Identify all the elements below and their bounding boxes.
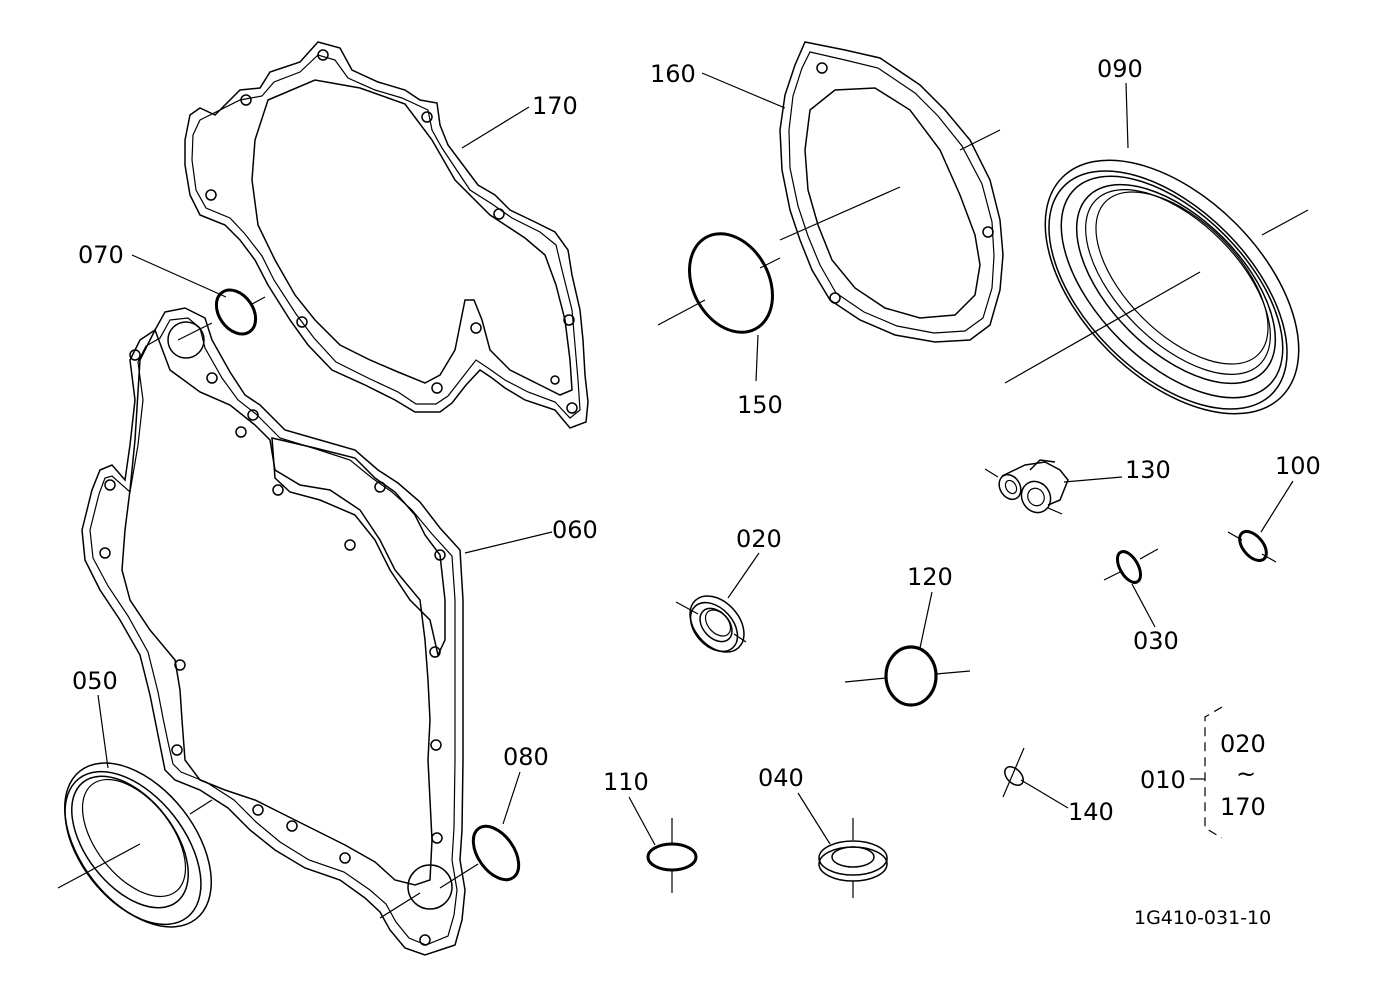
seal-ring-040 bbox=[818, 818, 888, 898]
label-030: 030 bbox=[1133, 627, 1179, 655]
o-ring-030 bbox=[1103, 548, 1159, 584]
label-070: 070 bbox=[78, 241, 124, 269]
label-050: 050 bbox=[72, 667, 118, 695]
label-040: 040 bbox=[758, 764, 804, 792]
label-060: 060 bbox=[552, 516, 598, 544]
label-150: 150 bbox=[737, 391, 783, 419]
label-100: 100 bbox=[1275, 452, 1321, 480]
gasket-160 bbox=[779, 41, 1004, 343]
o-ring-080 bbox=[439, 824, 521, 889]
label-010: 010 bbox=[1140, 766, 1186, 794]
o-ring-110 bbox=[646, 818, 698, 893]
drawing-code: 1G410-031-10 bbox=[1134, 907, 1271, 929]
oil-seal-050 bbox=[57, 762, 213, 928]
o-ring-140 bbox=[1002, 747, 1025, 798]
oil-seal-090 bbox=[1004, 159, 1309, 415]
part-labels: 170 160 090 070 150 130 100 060 020 120 … bbox=[72, 55, 1321, 929]
label-080: 080 bbox=[503, 743, 549, 771]
label-130: 130 bbox=[1125, 456, 1171, 484]
fitting-130 bbox=[984, 459, 1069, 515]
oil-seal-020 bbox=[675, 595, 747, 653]
label-020: 020 bbox=[736, 525, 782, 553]
label-170: 170 bbox=[532, 92, 578, 120]
o-ring-150 bbox=[657, 232, 781, 334]
leader-lines bbox=[97, 72, 1294, 846]
label-160: 160 bbox=[650, 60, 696, 88]
label-090: 090 bbox=[1097, 55, 1143, 83]
kit-bracket bbox=[1190, 706, 1223, 839]
label-110: 110 bbox=[603, 768, 649, 796]
o-ring-070 bbox=[177, 288, 266, 341]
kit-range-to: 170 bbox=[1220, 793, 1266, 821]
o-ring-120 bbox=[844, 645, 971, 707]
gasket-060 bbox=[81, 307, 466, 956]
kit-range-from: 020 bbox=[1220, 730, 1266, 758]
o-ring-100 bbox=[1227, 529, 1277, 563]
kit-range-tilde: ~ bbox=[1236, 760, 1256, 788]
label-140: 140 bbox=[1068, 798, 1114, 826]
label-120: 120 bbox=[907, 563, 953, 591]
gasket-170 bbox=[184, 41, 589, 429]
